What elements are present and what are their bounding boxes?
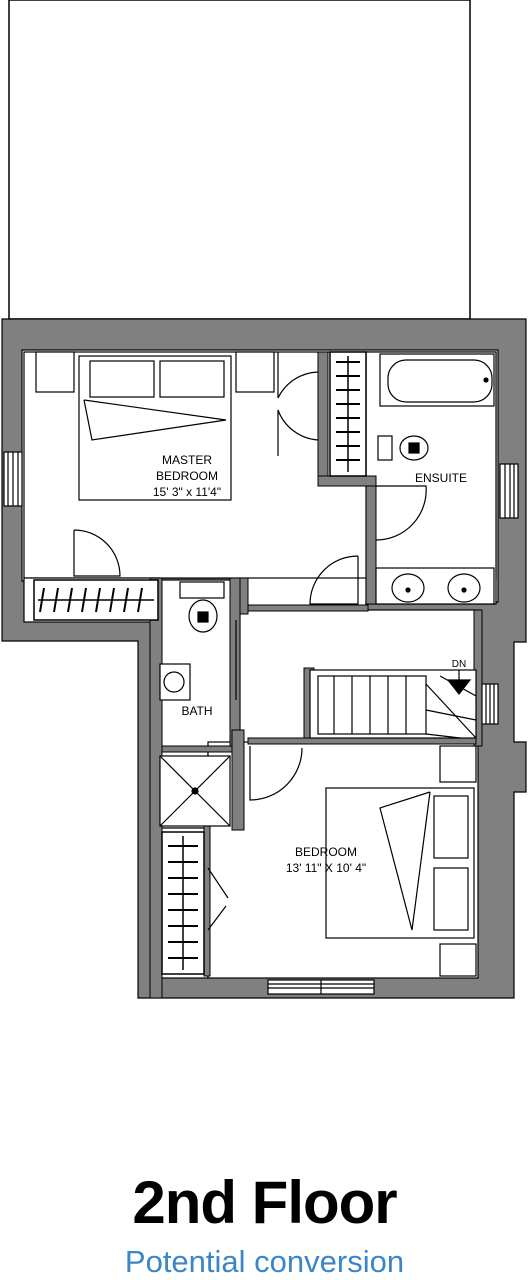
bedroom-label: BEDROOM xyxy=(295,845,357,859)
closets xyxy=(33,351,367,975)
page-title: 2nd Floor xyxy=(132,1169,397,1236)
floor-plan: MASTER BEDROOM 15' 3" x 11'4" ENSUITE BA… xyxy=(1,0,527,999)
roof-outline xyxy=(8,0,471,320)
stairs xyxy=(309,669,477,739)
master-bedroom-label-2: BEDROOM xyxy=(156,469,218,483)
master-bed xyxy=(35,351,275,501)
bath-label: BATH xyxy=(181,704,212,718)
windows xyxy=(3,451,519,995)
master-bedroom-label: MASTER xyxy=(162,453,212,467)
master-bedroom-size: 15' 3" x 11'4" xyxy=(153,485,221,499)
interior-walls xyxy=(149,351,483,999)
doors xyxy=(73,352,427,931)
bath-fixtures xyxy=(159,581,231,827)
ensuite-fixtures xyxy=(375,353,495,605)
bedroom-size: 13' 11" X 10' 4" xyxy=(286,861,366,875)
bedroom-bed xyxy=(325,745,477,977)
stairs-direction-label: DN xyxy=(452,659,466,670)
ensuite-label: ENSUITE xyxy=(415,471,467,485)
page-subtitle: Potential conversion xyxy=(124,1244,405,1279)
